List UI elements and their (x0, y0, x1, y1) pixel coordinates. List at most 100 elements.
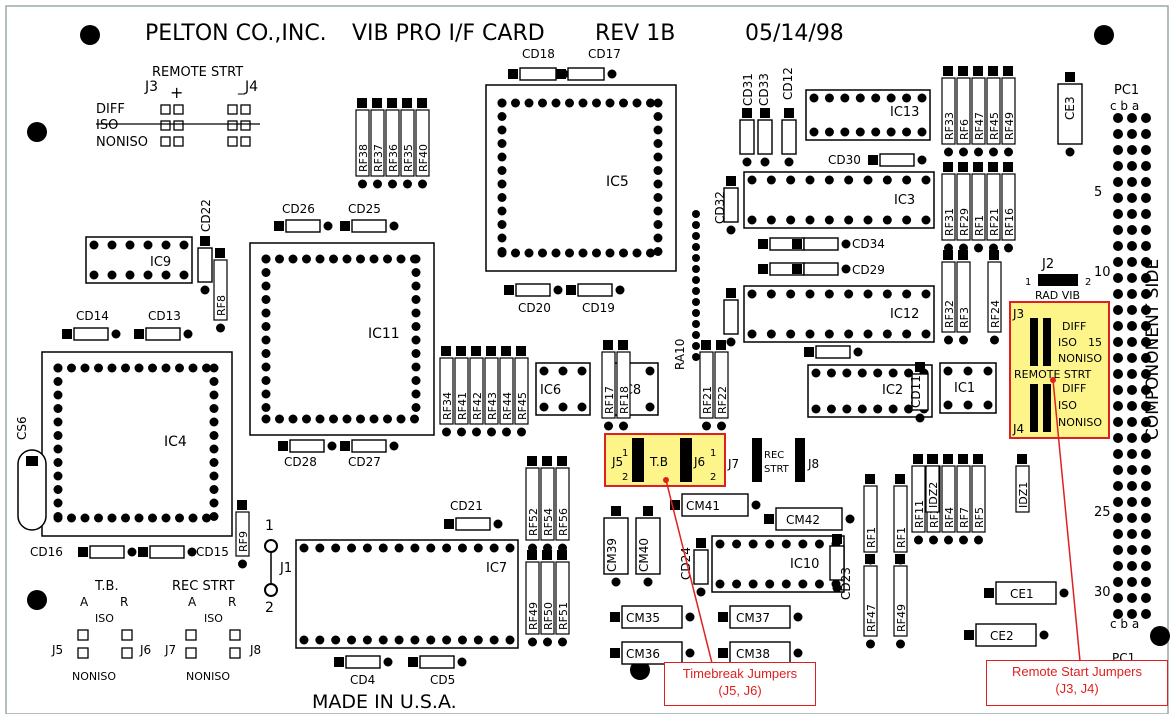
connector-pin (1141, 465, 1151, 475)
component-label: CD23 (839, 567, 853, 600)
resistor-label: RF32 (943, 300, 956, 328)
chip-pin (855, 93, 865, 103)
legend-j5: J5 (51, 643, 63, 657)
legend-iso1: ISO (95, 612, 114, 625)
connector-row-label: 5 (1094, 185, 1102, 200)
chip-pin (873, 368, 883, 378)
chip-pin (551, 98, 561, 108)
component-label: CM39 (605, 538, 619, 572)
chip-pin (863, 289, 873, 299)
chip-pin (394, 543, 404, 553)
component: CD29 (792, 262, 885, 277)
chip-pin (882, 175, 892, 185)
chip-pin (53, 485, 63, 494)
connector-pin (1141, 369, 1151, 379)
ra10-pin (692, 265, 700, 273)
connector-pin (1127, 545, 1137, 555)
chip-pin (605, 98, 615, 108)
component: CD11 (909, 362, 929, 423)
chip-pin (410, 635, 420, 645)
resistor-label: RF44 (501, 392, 514, 420)
connector-pin (1127, 481, 1137, 491)
legend-a2: A (188, 595, 197, 609)
connector-pin (1141, 385, 1151, 395)
connector-pin (1141, 113, 1151, 123)
callout-dot-remote (1050, 377, 1056, 383)
chip-pin (347, 543, 357, 553)
component: CD19 (566, 283, 625, 315)
connector-pin (1141, 209, 1151, 219)
legend-rec: REC STRT (172, 579, 235, 594)
callout-remote-line1: Remote Start Jumpers (1011, 664, 1143, 679)
ra10-pin (692, 276, 700, 284)
callout-remote: Remote Start Jumpers (J3, J4) (986, 660, 1168, 706)
chip-pin (175, 513, 184, 523)
component-label: CD34 (852, 237, 885, 251)
chip-pin (369, 414, 379, 424)
connector-pin (1127, 449, 1137, 459)
chip-pin (873, 404, 883, 414)
chip-pin (592, 98, 601, 108)
chip-pin (161, 240, 171, 250)
chip-pin (619, 98, 628, 108)
ht-strt: STRT (764, 464, 790, 475)
chip-pin (505, 543, 515, 553)
chip-pin (411, 308, 421, 318)
remote-strt-plus: + (170, 83, 183, 102)
component-label: CD21 (450, 499, 483, 513)
chip-pin (902, 93, 912, 103)
remote-strt-jumper-block: REMOTE STRT J3 + _J4 DIFF ISO NONISO (96, 65, 260, 150)
chip-pin (369, 254, 379, 264)
chip-pin (261, 376, 271, 385)
connector-pin (1141, 577, 1151, 587)
component: CD28 (278, 439, 337, 469)
hr-15: 15 (1088, 336, 1102, 349)
chip-pin (565, 98, 574, 108)
chip-pin (489, 543, 499, 553)
chip-pin (863, 215, 873, 225)
chip-pin (134, 513, 144, 523)
connector-pin (1113, 225, 1123, 235)
connector-pin (1127, 369, 1137, 379)
callout-timebreak-line1: Timebreak Jumpers (682, 666, 798, 681)
connector-pin (1141, 273, 1151, 283)
chip-pin (844, 175, 854, 185)
chip-pin (511, 98, 520, 108)
component-label: CD27 (348, 455, 381, 469)
chip-pin (917, 93, 927, 103)
j2-pin2: 2 (1085, 277, 1091, 288)
chip-pin (442, 543, 452, 553)
chip-pin (411, 335, 421, 345)
legend-tb: T.B. (94, 579, 119, 594)
resistor-label: RF41 (456, 392, 469, 420)
component: CM41 (670, 493, 761, 517)
chip-pin (497, 179, 507, 189)
chip-pin (766, 215, 776, 225)
chip-pin (765, 539, 775, 549)
connector-pin (1127, 337, 1137, 347)
chip-pin (107, 363, 117, 373)
chip-pin (781, 539, 791, 549)
j1-pin2: 2 (265, 600, 274, 616)
resistor-label: RF36 (387, 144, 400, 172)
chip-pin (578, 98, 588, 108)
connector-pin (1113, 577, 1123, 587)
connector-pin (1127, 193, 1137, 203)
resistor-label: RF21 (988, 208, 1001, 236)
component-label: CD24 (679, 547, 693, 580)
chip-pin (619, 248, 628, 258)
chip-pin (342, 414, 352, 424)
chip-pin (426, 635, 436, 645)
chip-pin (411, 389, 421, 399)
chip-pin (261, 362, 271, 372)
component: CD15 (138, 545, 229, 559)
component: CD27 (340, 439, 399, 469)
chip-pin (786, 175, 796, 185)
component: CD33 (757, 73, 773, 167)
resistor-label: RF22 (716, 386, 729, 414)
hr-diff2: DIFF (1062, 382, 1086, 395)
header-company: PELTON CO.,INC. (145, 21, 327, 46)
ht-j5: J5 (611, 455, 623, 469)
